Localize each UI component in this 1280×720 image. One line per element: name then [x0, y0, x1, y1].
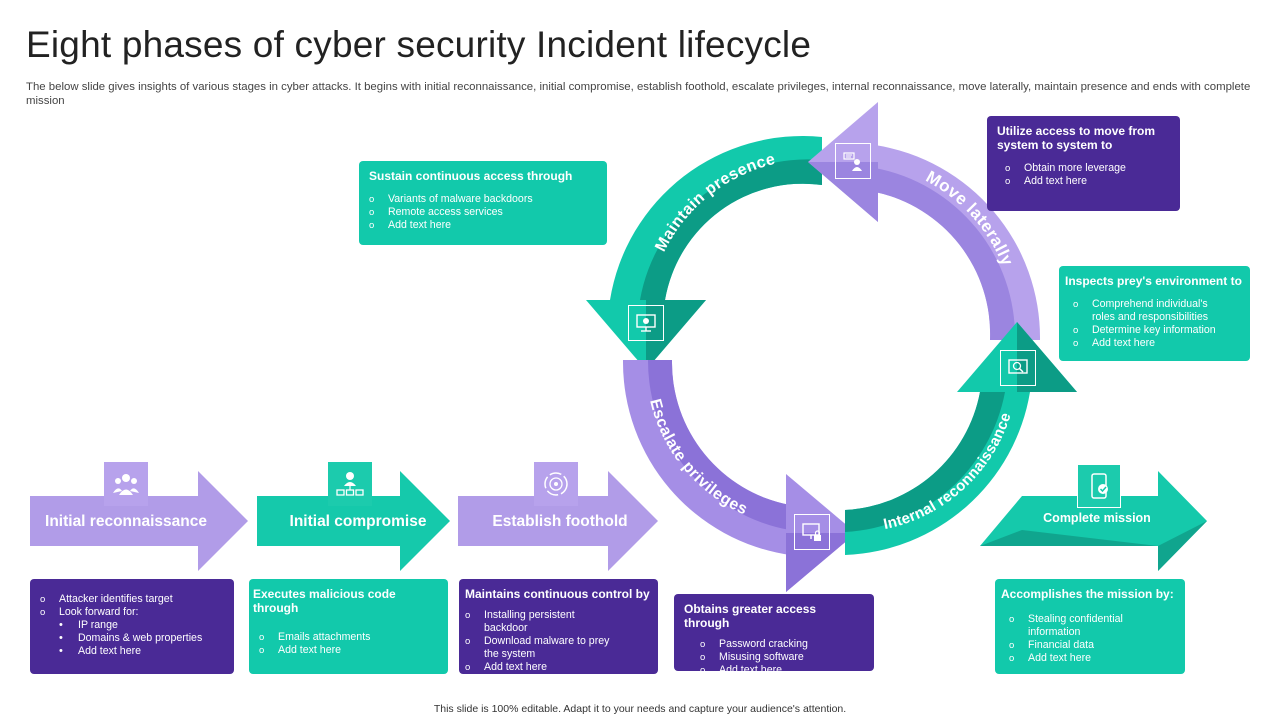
- arrowhead-move-laterally-shade: [808, 162, 878, 222]
- label-complete-mission: Complete mission: [1043, 511, 1151, 525]
- group-people-icon: [104, 462, 148, 506]
- box-escalate-privileges: Obtains greater access through Password …: [674, 594, 874, 677]
- list-item: Determine key information: [1073, 324, 1223, 337]
- box-heading: Inspects prey's environment to: [1065, 274, 1242, 288]
- label-establish-foothold: Establish foothold: [492, 513, 628, 530]
- monitor-bug-icon: [628, 305, 664, 341]
- mobile-check-icon: [1077, 464, 1121, 508]
- box-heading: Sustain continuous access through: [369, 169, 573, 183]
- list-item: Remote access services: [369, 206, 597, 219]
- arc-internal-reconnaissance-shade: [845, 392, 1005, 532]
- label-initial-reconnaissance: Initial reconnaissance: [45, 513, 207, 530]
- list-item: Add text here: [369, 219, 597, 232]
- label-initial-compromise: Initial compromise: [289, 513, 427, 530]
- arc-move-laterally-shade: [875, 168, 1016, 340]
- box-initial-compromise: Executes malicious code through Emails a…: [249, 579, 448, 674]
- list-item: Add text here: [1073, 337, 1223, 350]
- box-heading: Executes malicious code through: [253, 587, 396, 615]
- list-item: Download malware to prey the system: [465, 635, 615, 661]
- list-item: Password cracking: [700, 638, 864, 651]
- arc-maintain-presence-shade: [640, 159, 822, 300]
- arrow-initial-compromise: [257, 471, 450, 571]
- list-item: Financial data: [1009, 639, 1159, 652]
- box-maintain-presence: Sustain continuous access through Varian…: [359, 161, 607, 245]
- arrowhead-internal-reconnaissance-shade: [1017, 322, 1077, 392]
- footer-note: This slide is 100% editable. Adapt it to…: [433, 703, 847, 715]
- network-search-icon: [1000, 350, 1036, 386]
- box-heading: Obtains greater access through: [684, 602, 817, 630]
- list-item: Add text here: [259, 644, 444, 657]
- box-initial-reconnaissance: Attacker identifies target Look forward …: [30, 579, 234, 674]
- hacker-laptop-icon: [835, 143, 871, 179]
- list-item: Add text here: [1005, 175, 1170, 188]
- list-item: Stealing confidential information: [1009, 613, 1159, 639]
- arrowhead-escalate-privileges-shade: [786, 533, 856, 592]
- list-item: Installing persistent backdoor: [465, 609, 615, 635]
- list-item: Add text here: [59, 645, 224, 658]
- arc-escalate-privileges-shade: [647, 360, 790, 530]
- list-item: Misusing software: [700, 651, 864, 664]
- list-item: Obtain more leverage: [1005, 162, 1170, 175]
- box-complete-mission: Accomplishes the mission by: Stealing co…: [995, 579, 1185, 674]
- list-item: Add text here: [700, 664, 864, 677]
- box-heading: Maintains continuous control by: [465, 587, 650, 601]
- box-heading: Accomplishes the mission by:: [1001, 587, 1174, 601]
- box-internal-reconnaissance: Inspects prey's environment to Comprehen…: [1059, 266, 1250, 361]
- list-item: Emails attachments: [259, 631, 444, 644]
- target-cycle-icon: [534, 462, 578, 506]
- arrow-complete-mission-shade: [980, 521, 1207, 571]
- box-heading: Utilize access to move from system to sy…: [997, 124, 1156, 152]
- list-item: Domains & web properties: [59, 632, 224, 645]
- page-title: Eight phases of cyber security Incident …: [26, 24, 812, 65]
- arrow-initial-reconnaissance: [30, 471, 248, 571]
- arrowhead-maintain-presence-shade: [646, 300, 706, 370]
- locked-computer-icon: [794, 514, 830, 550]
- page-subtitle: The below slide gives insights of variou…: [26, 81, 1251, 107]
- box-establish-foothold: Maintains continuous control by Installi…: [459, 579, 658, 674]
- list-item: Add text here: [1009, 652, 1159, 665]
- list-item: Variants of malware backdoors: [369, 193, 597, 206]
- list-item: IP range: [59, 619, 224, 632]
- list-item: Look forward for:: [40, 606, 224, 619]
- list-item: Add text here: [465, 661, 615, 674]
- box-move-laterally: Utilize access to move from system to sy…: [987, 116, 1180, 211]
- list-item: Attacker identifies target: [40, 593, 224, 606]
- hacker-network-icon: [328, 462, 372, 506]
- arrow-establish-foothold: [458, 471, 658, 571]
- list-item: Comprehend individual's roles and respon…: [1073, 298, 1223, 324]
